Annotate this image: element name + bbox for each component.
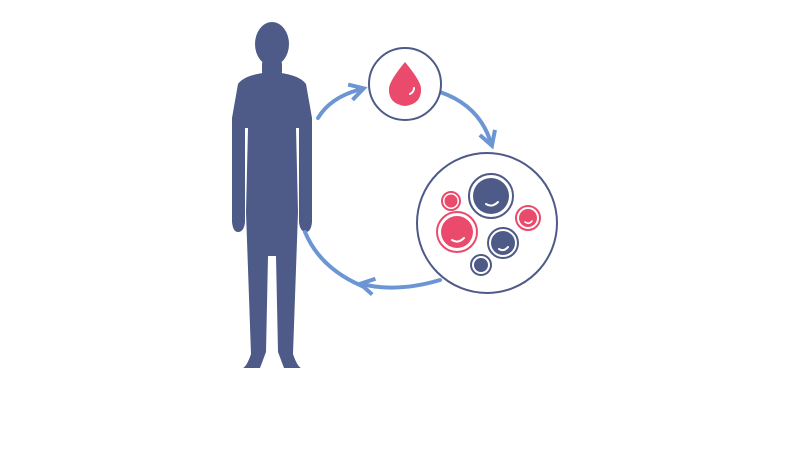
cell-red-small-right [515,205,541,231]
cell-dark-large [468,173,514,219]
cell-dark-small [470,254,492,276]
cell-red-large [436,211,478,253]
cell-red-small-left [441,191,461,211]
blood-drop-icon [388,62,422,106]
blood-drop-badge [368,47,442,121]
arrow-drop-to-cells [438,90,497,150]
arrow-cells-to-body [356,276,442,296]
arrow-body-to-drop [316,82,368,120]
human-silhouette-icon [232,22,312,368]
cycle-arrows [303,82,497,296]
blood-cells-icon [436,173,541,276]
arrow-to-body-lower [303,230,364,288]
blood-cells-badge [416,152,558,294]
cell-dark-medium [487,227,519,259]
